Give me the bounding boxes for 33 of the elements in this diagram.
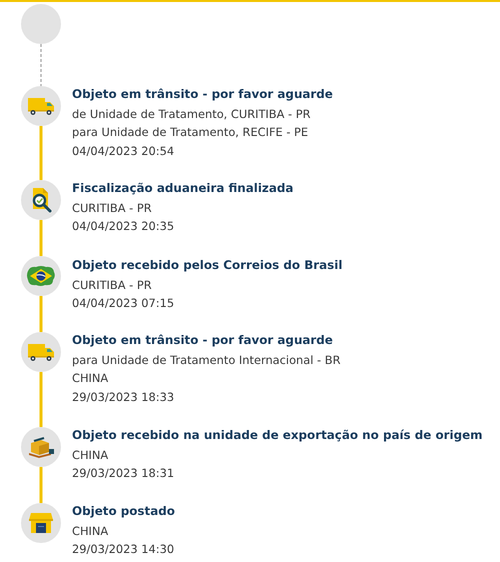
event-timestamp: 04/04/2023 20:54 bbox=[72, 144, 174, 158]
timeline-connector bbox=[40, 372, 42, 427]
event-detail: para Unidade de Tratamento, RECIFE - PE bbox=[72, 125, 308, 140]
event-timestamp: 04/04/2023 20:35 bbox=[72, 219, 174, 234]
event-detail: para Unidade de Tratamento Internacional - BR bbox=[72, 352, 340, 367]
event-title: Objeto recebido na unidade de exportação no país de origem bbox=[72, 427, 483, 443]
event-title: Fiscalização aduaneira finalizada bbox=[72, 180, 294, 196]
timeline-marker bbox=[21, 4, 61, 44]
timeline-marker bbox=[21, 180, 61, 220]
event-detail: CHINA bbox=[72, 524, 108, 538]
timeline-connector bbox=[40, 296, 42, 332]
event-detail: de Unidade de Tratamento, CURITIBA - PR bbox=[72, 106, 311, 121]
event-timestamp: 29/03/2023 18:33 bbox=[72, 390, 174, 404]
event-timestamp: 29/03/2023 18:31 bbox=[72, 466, 174, 480]
event-timestamp: 29/03/2023 14:30 bbox=[72, 542, 174, 556]
event-title: Objeto em trânsito - por favor aguarde bbox=[72, 86, 333, 102]
event-detail: CURITIBA - PR bbox=[72, 200, 152, 215]
timeline-marker bbox=[21, 503, 61, 543]
event-title: Objeto recebido pelos Correios do Brasil bbox=[72, 257, 342, 273]
timeline-connector bbox=[40, 220, 42, 256]
event-title: Objeto em trânsito - por favor aguarde bbox=[72, 332, 333, 348]
timeline-marker bbox=[21, 427, 61, 467]
timeline-marker bbox=[21, 256, 61, 296]
timeline-marker bbox=[21, 332, 61, 372]
event-detail: CHINA bbox=[72, 448, 108, 462]
event-title: Objeto postado bbox=[72, 503, 175, 519]
event-timestamp: 04/04/2023 07:15 bbox=[72, 296, 174, 310]
timeline-marker bbox=[21, 86, 61, 126]
event-detail: CURITIBA - PR bbox=[72, 278, 152, 292]
timeline-connector bbox=[40, 126, 42, 180]
event-detail: CHINA bbox=[72, 371, 108, 386]
timeline-connector bbox=[40, 467, 42, 503]
dashed-connector bbox=[40, 44, 42, 86]
